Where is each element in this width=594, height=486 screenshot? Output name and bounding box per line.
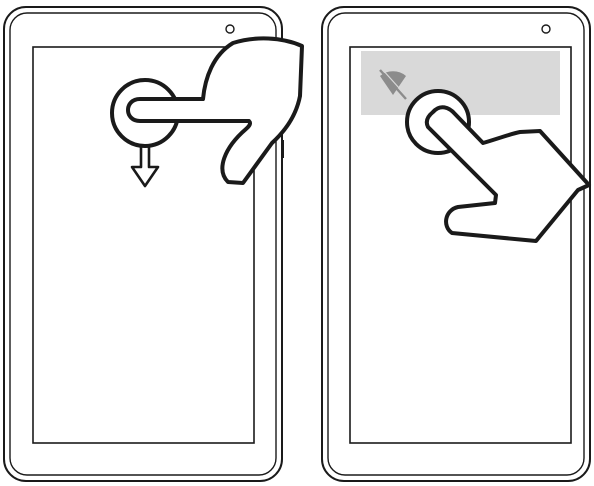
side-button xyxy=(281,140,284,158)
tablet-left xyxy=(4,7,302,481)
tablet-right xyxy=(322,7,590,481)
